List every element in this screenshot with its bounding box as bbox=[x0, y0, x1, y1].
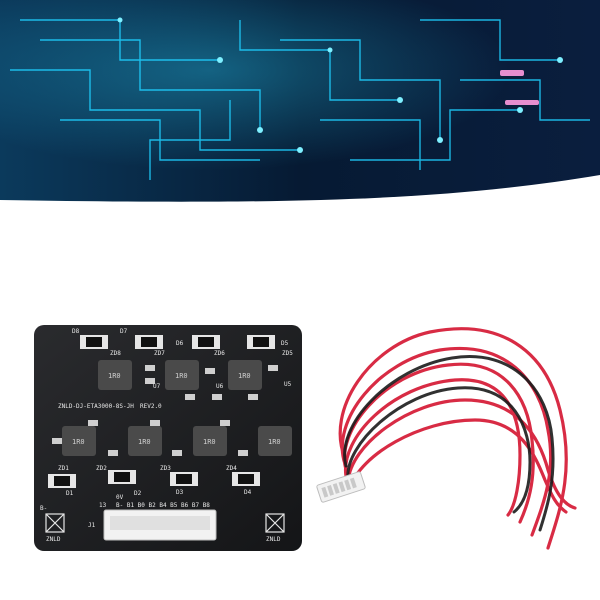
label-d3: D3 bbox=[176, 489, 184, 496]
label-zd5: ZD5 bbox=[282, 350, 293, 357]
pcb-board: D8 D7 D6 D5 ZD8 ZD7 ZD6 ZD5 U7 U6 U5 ZNL… bbox=[34, 325, 302, 551]
inductor-bottom-2-mark: 1R0 bbox=[138, 438, 151, 446]
label-d7: D7 bbox=[120, 328, 128, 335]
label-revision: REV2.0 bbox=[140, 403, 162, 410]
label-zd8: ZD8 bbox=[110, 350, 121, 357]
board-connector bbox=[103, 509, 217, 541]
label-b-minus: B- bbox=[40, 505, 47, 512]
label-d6: D6 bbox=[176, 340, 184, 347]
circuit-banner bbox=[0, 0, 600, 202]
wire-harness bbox=[316, 327, 577, 550]
label-zd2: ZD2 bbox=[96, 465, 107, 472]
banner-highlights bbox=[500, 70, 539, 105]
banner-traces bbox=[10, 19, 590, 180]
label-logo-right: ZNLD bbox=[266, 536, 281, 543]
inductor-top-3-mark: 1R0 bbox=[238, 372, 251, 380]
bottom-diodes bbox=[48, 470, 260, 488]
label-0v: 0V bbox=[116, 494, 124, 501]
inductor-bottom-4-mark: 1R0 bbox=[268, 438, 281, 446]
inductor-top-2-mark: 1R0 bbox=[175, 372, 188, 380]
label-d1: D1 bbox=[66, 490, 74, 497]
label-part-number: ZNLD-DJ-ETA3000-8S-JH bbox=[58, 403, 134, 410]
label-d8: D8 bbox=[72, 328, 80, 335]
label-u7: U7 bbox=[153, 383, 161, 390]
label-d2: D2 bbox=[134, 490, 142, 497]
label-zd4: ZD4 bbox=[226, 465, 237, 472]
label-logo-left: ZNLD bbox=[46, 536, 61, 543]
label-j1: J1 bbox=[88, 522, 96, 529]
smd-parts bbox=[52, 365, 278, 456]
label-d4: D4 bbox=[244, 489, 252, 496]
label-zd1: ZD1 bbox=[58, 465, 69, 472]
harness-connector bbox=[316, 471, 366, 503]
banner-nodes bbox=[117, 17, 563, 153]
inductor-bottom-1-mark: 1R0 bbox=[72, 438, 85, 446]
top-inductors bbox=[98, 360, 262, 390]
label-u5: U5 bbox=[284, 381, 292, 388]
logo-marks bbox=[45, 513, 285, 533]
bottom-inductors bbox=[62, 426, 292, 456]
label-pin-row: B- B1 B0 B2 B4 B5 B6 B7 B8 bbox=[116, 502, 210, 509]
label-zd7: ZD7 bbox=[154, 350, 165, 357]
label-zd6: ZD6 bbox=[214, 350, 225, 357]
label-zd3: ZD3 bbox=[160, 465, 171, 472]
label-pin-13: 13 bbox=[99, 502, 107, 509]
top-diodes bbox=[80, 335, 275, 349]
label-d5: D5 bbox=[281, 340, 289, 347]
inductor-top-1-mark: 1R0 bbox=[108, 372, 121, 380]
label-u6: U6 bbox=[216, 383, 224, 390]
inductor-bottom-3-mark: 1R0 bbox=[203, 438, 216, 446]
